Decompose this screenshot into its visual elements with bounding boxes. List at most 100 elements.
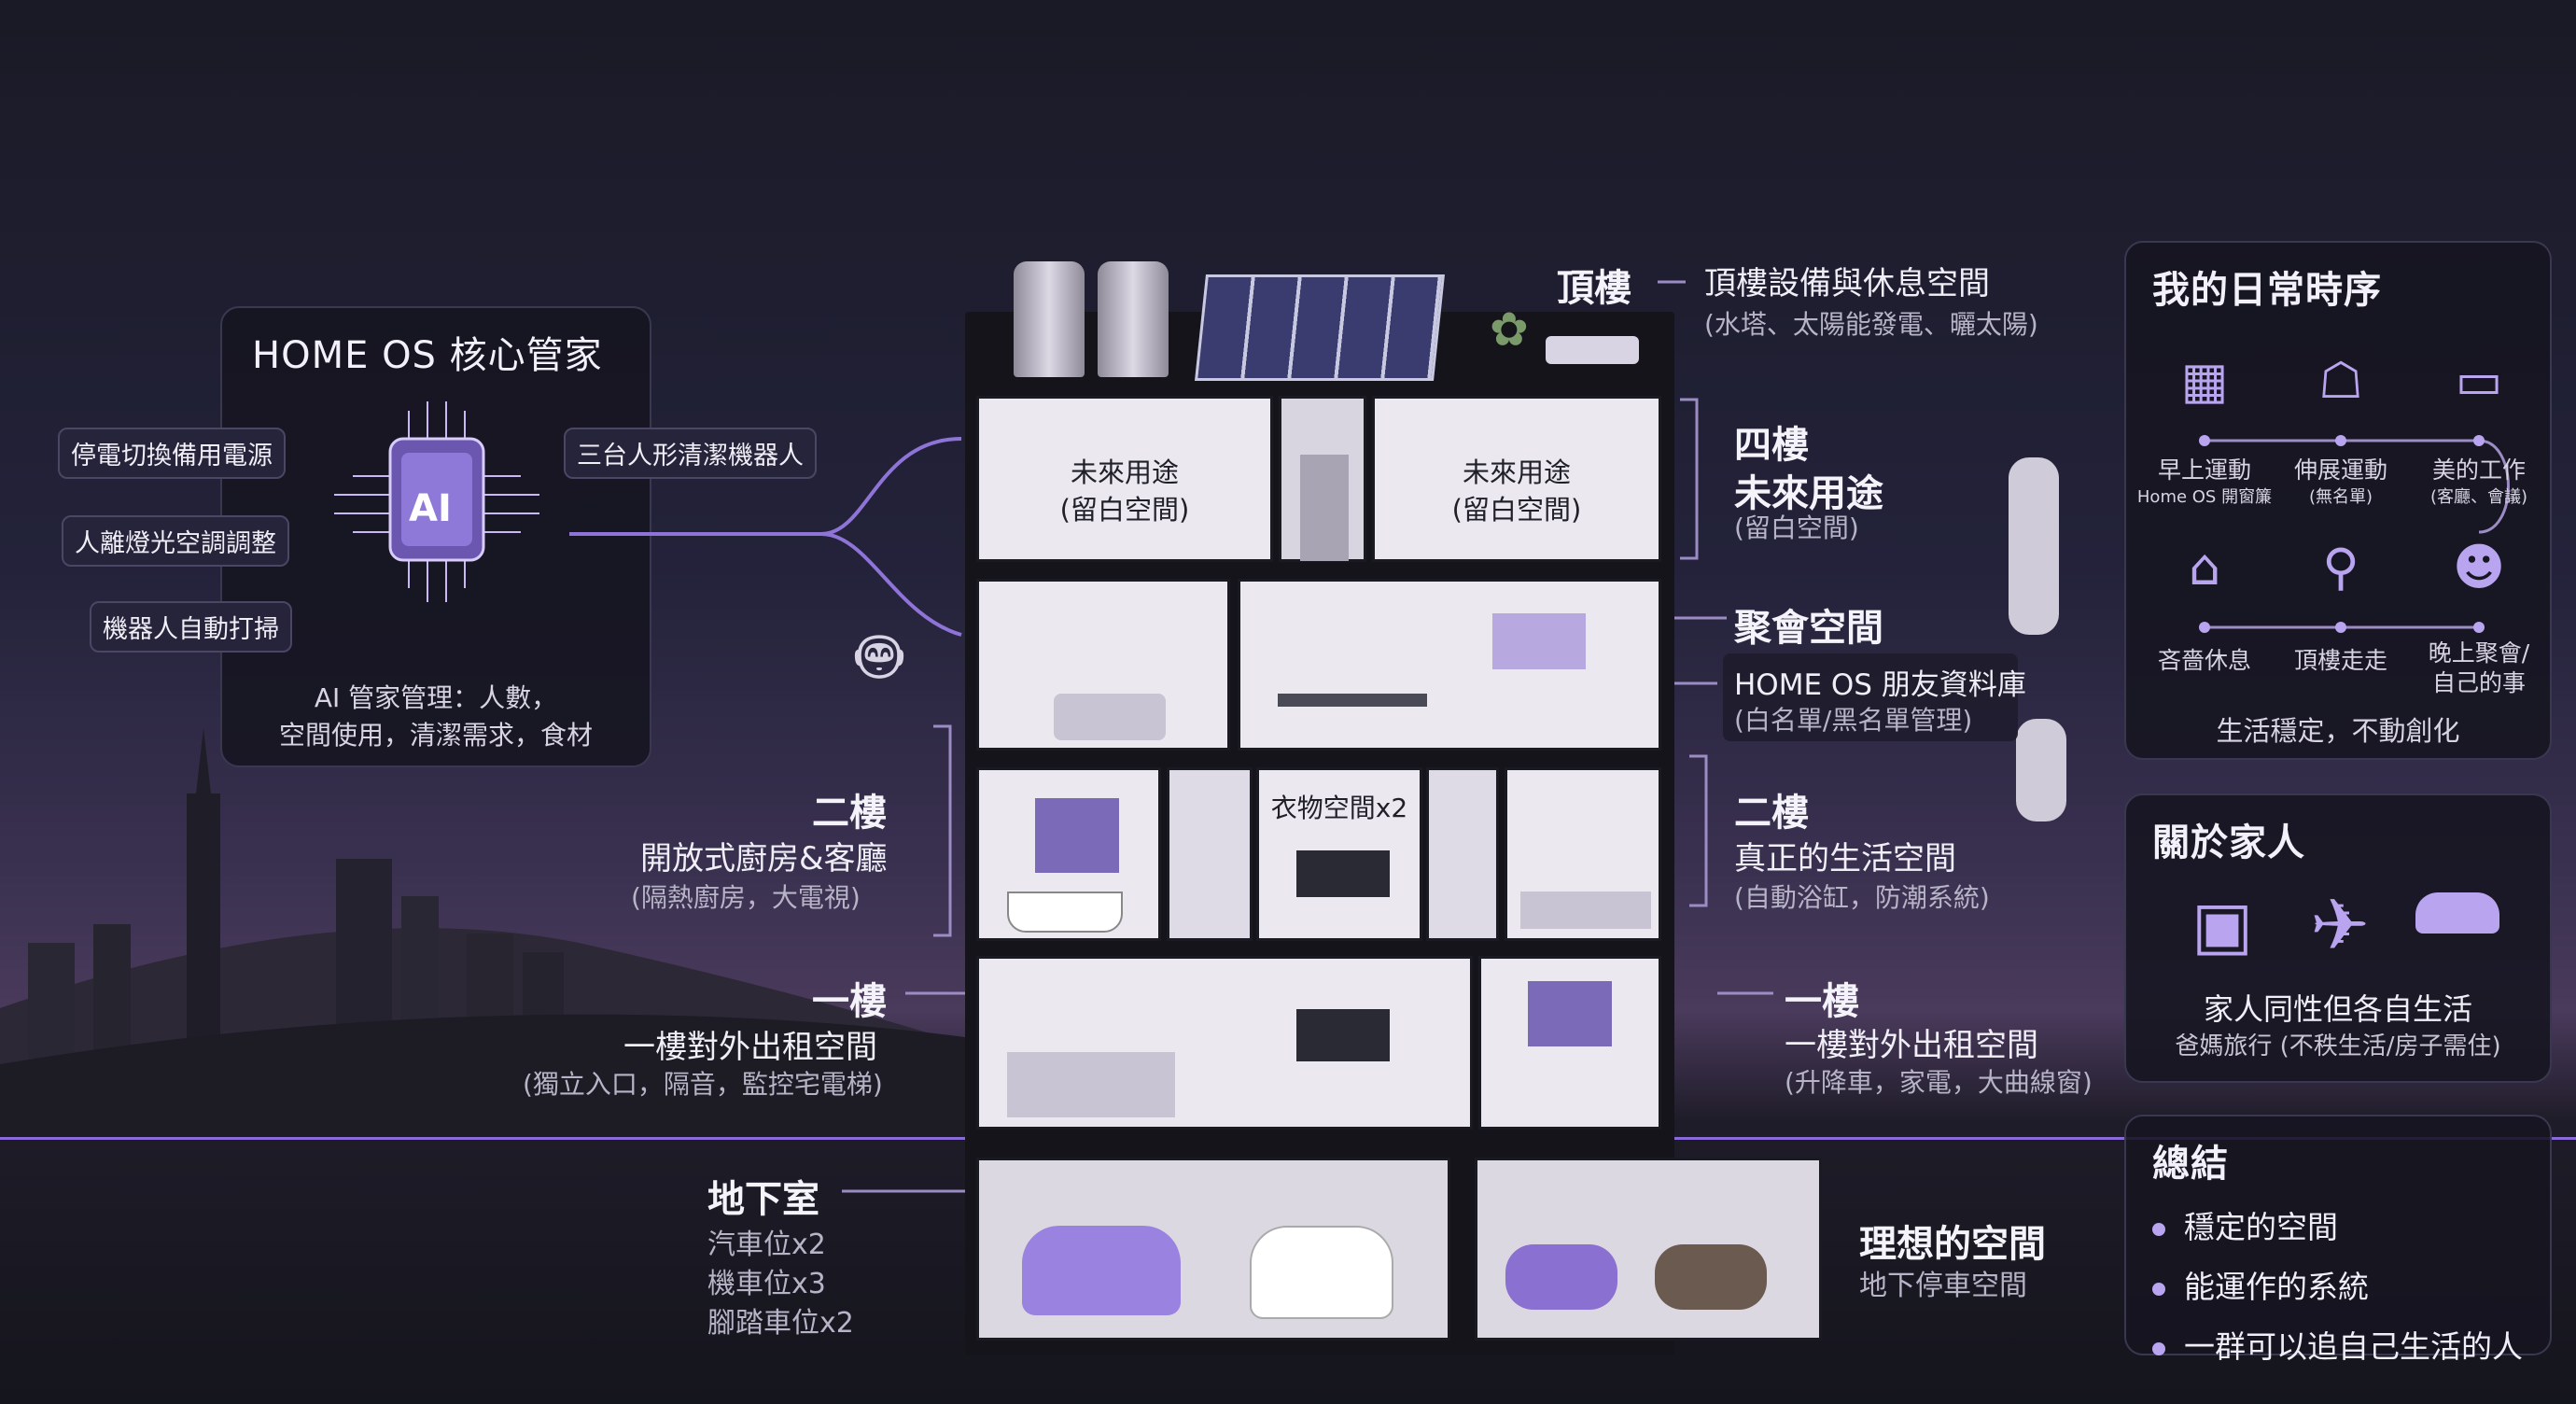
family-line-1: 家人同性但各自生活 <box>2203 991 2472 1027</box>
water-tank <box>1014 261 1085 377</box>
rooftop: ✿ <box>976 261 1663 381</box>
daily-label-1: 早上運動 <box>2157 456 2251 484</box>
bathtub-icon <box>1007 892 1123 933</box>
daily-label-4: 吝嗇休息 <box>2157 647 2251 674</box>
solar-panels <box>1195 274 1445 381</box>
floor2-office: 衣物空間x2 <box>1256 767 1422 941</box>
luggage-icon: ▣ <box>2191 887 2254 963</box>
floor4-stair <box>1279 396 1366 562</box>
daily-sub-2: (無名單) <box>2308 487 2373 507</box>
robot-icon <box>2009 457 2059 635</box>
lounge-chair-icon <box>1546 336 1639 364</box>
summary-item-text: 一群可以追自己生活的人 <box>2184 1328 2523 1365</box>
daily-label-6: 晚上聚會/ <box>2428 639 2530 667</box>
daily-sub-1: Home OS 開窗簾 <box>2136 487 2273 507</box>
basement-item-bike: 腳踏車位x2 <box>707 1307 854 1340</box>
home-os-panel: HOME OS 核心管家 AI AI 管家管理：人數， 空間使用，清潔需求，食材 <box>220 306 651 767</box>
summary-item-text: 穩定的空間 <box>2184 1209 2338 1245</box>
car-purple <box>1022 1226 1181 1315</box>
floor4-room-b-line1: 未來用途 <box>1462 456 1571 488</box>
floor2-closet-b <box>1426 767 1499 941</box>
basement-bikes <box>1475 1158 1822 1341</box>
bullet-icon <box>2152 1341 2165 1355</box>
floor4-desc: 未來用途 <box>1734 472 1883 515</box>
bullet-icon <box>2152 1282 2165 1296</box>
pill-power: 停電切換備用電源 <box>58 428 286 479</box>
motorcycle-purple <box>1505 1244 1617 1310</box>
car-white <box>1250 1226 1393 1319</box>
basement-label: 地下室 <box>707 1178 819 1221</box>
home-os-title: HOME OS 核心管家 <box>252 334 603 377</box>
core-caption-1: AI 管家管理：人數， <box>314 682 558 713</box>
floor1-right-label: 一樓 <box>1785 980 1859 1023</box>
pill-robot-clean: 機器人自動打掃 <box>90 601 292 653</box>
bullet-icon <box>2152 1222 2165 1236</box>
basement-item-scooter: 機車位x3 <box>707 1268 826 1300</box>
floor4-room-a-line1: 未來用途 <box>1070 456 1179 488</box>
airplane-icon: ✈ <box>2310 883 2370 966</box>
pill-lights: 人離燈光空調調整 <box>62 515 289 567</box>
window-icon: ▦ <box>2180 351 2229 410</box>
floor4-note: (留白空間) <box>1734 512 1859 543</box>
door <box>1300 455 1349 561</box>
floor4-room-b-line2: (留白空間) <box>1451 494 1582 526</box>
floor1-left-note: (獨立入口，隔音，監控宅電梯) <box>523 1069 883 1100</box>
floor3-label: 聚會空間 <box>1734 607 1883 650</box>
summary-list: 穩定的空間 能運作的系統 一群可以追自己生活的人 <box>2152 1202 2523 1382</box>
floor4-room-b: 未來用途 (留白空間) <box>1372 396 1661 562</box>
summary-item: 穩定的空間 <box>2152 1202 2523 1247</box>
robot-icon <box>2016 719 2066 821</box>
daily-title: 我的日常時序 <box>2152 269 2382 312</box>
rooftop-label: 頂樓 <box>1557 267 1631 310</box>
plant-icon: ✿ <box>1490 302 1529 357</box>
bed-icon <box>1520 892 1651 929</box>
floor2-right-label: 二樓 <box>1734 792 1809 835</box>
floor1-left-label: 一樓 <box>812 980 887 1023</box>
summary-panel: 總結 穩定的空間 能運作的系統 一群可以追自己生活的人 <box>2124 1115 2552 1365</box>
car-icon <box>2415 892 2499 943</box>
computer-icon: ▭ <box>2455 351 2503 410</box>
floor1-left-desc: 一樓對外出租空間 <box>623 1029 877 1066</box>
floor4-room-a: 未來用途 (留白空間) <box>976 396 1273 562</box>
daily-footer: 生活穩定，不動創化 <box>2216 715 2460 747</box>
window <box>1528 981 1612 1046</box>
floor1-rental-b <box>1478 956 1661 1130</box>
family-title: 關於家人 <box>2152 821 2305 864</box>
floor1-right-desc: 一樓對外出租空間 <box>1785 1027 2038 1064</box>
robot-icon: 🤖︎ <box>857 612 902 699</box>
floor2-bedroom <box>1505 767 1661 941</box>
daily-label-5: 頂樓走走 <box>2293 647 2387 674</box>
friend-db-note: (白名單/黑名單管理) <box>1734 705 1973 736</box>
daily-sub-6: 自己的事 <box>2431 669 2526 696</box>
rooftop-desc: 頂樓設備與休息空間 <box>1704 265 1990 302</box>
monitor <box>1296 850 1390 897</box>
floor4-label: 四樓 <box>1734 424 1809 467</box>
friend-db-title: HOME OS 朋友資料庫 <box>1734 668 2026 702</box>
closet-label: 衣物空間x2 <box>1270 793 1408 823</box>
floor2-left-note: (隔熱廚房，大電視) <box>631 882 861 913</box>
kitchen-counter <box>1007 1052 1175 1117</box>
summary-item: 一群可以追自己生活的人 <box>2152 1322 2523 1367</box>
family-line-2: 爸媽旅行 (不秩生活/房子需住) <box>2175 1032 2501 1060</box>
tv <box>1296 1009 1390 1061</box>
people-icon: ☻ <box>2452 538 2506 597</box>
floor2-closet-a <box>1167 767 1253 941</box>
water-tank <box>1098 261 1169 377</box>
window <box>1035 798 1119 873</box>
rooftop-note: (水塔、太陽能發電、曬太陽) <box>1704 309 2038 340</box>
ideal-space-note: 地下停車空間 <box>1859 1270 2027 1302</box>
summary-item-text: 能運作的系統 <box>2184 1269 2369 1305</box>
daily-sub-3: (客廳、會議) <box>2429 487 2528 507</box>
family-panel: 關於家人 ▣ ✈ 家人同性但各自生活 爸媽旅行 (不秩生活/房子需住) <box>2124 793 2552 1083</box>
floor1-rental-a <box>976 956 1473 1130</box>
ideal-space-title: 理想的空間 <box>1859 1223 2046 1266</box>
floor1-right-note: (升降車，家電，大曲線窗) <box>1785 1067 2093 1098</box>
floor2-left-desc: 開放式廚房&客廳 <box>640 840 888 878</box>
timeline-connector <box>2199 435 2510 633</box>
summary-item: 能運作的系統 <box>2152 1262 2523 1307</box>
dining-table <box>1278 694 1427 707</box>
floor3-living <box>976 579 1230 751</box>
pill-robots: 三台人形清潔機器人 <box>564 428 817 479</box>
floor2-bath <box>976 767 1161 941</box>
daily-label-2: 伸展運動 <box>2293 456 2387 484</box>
